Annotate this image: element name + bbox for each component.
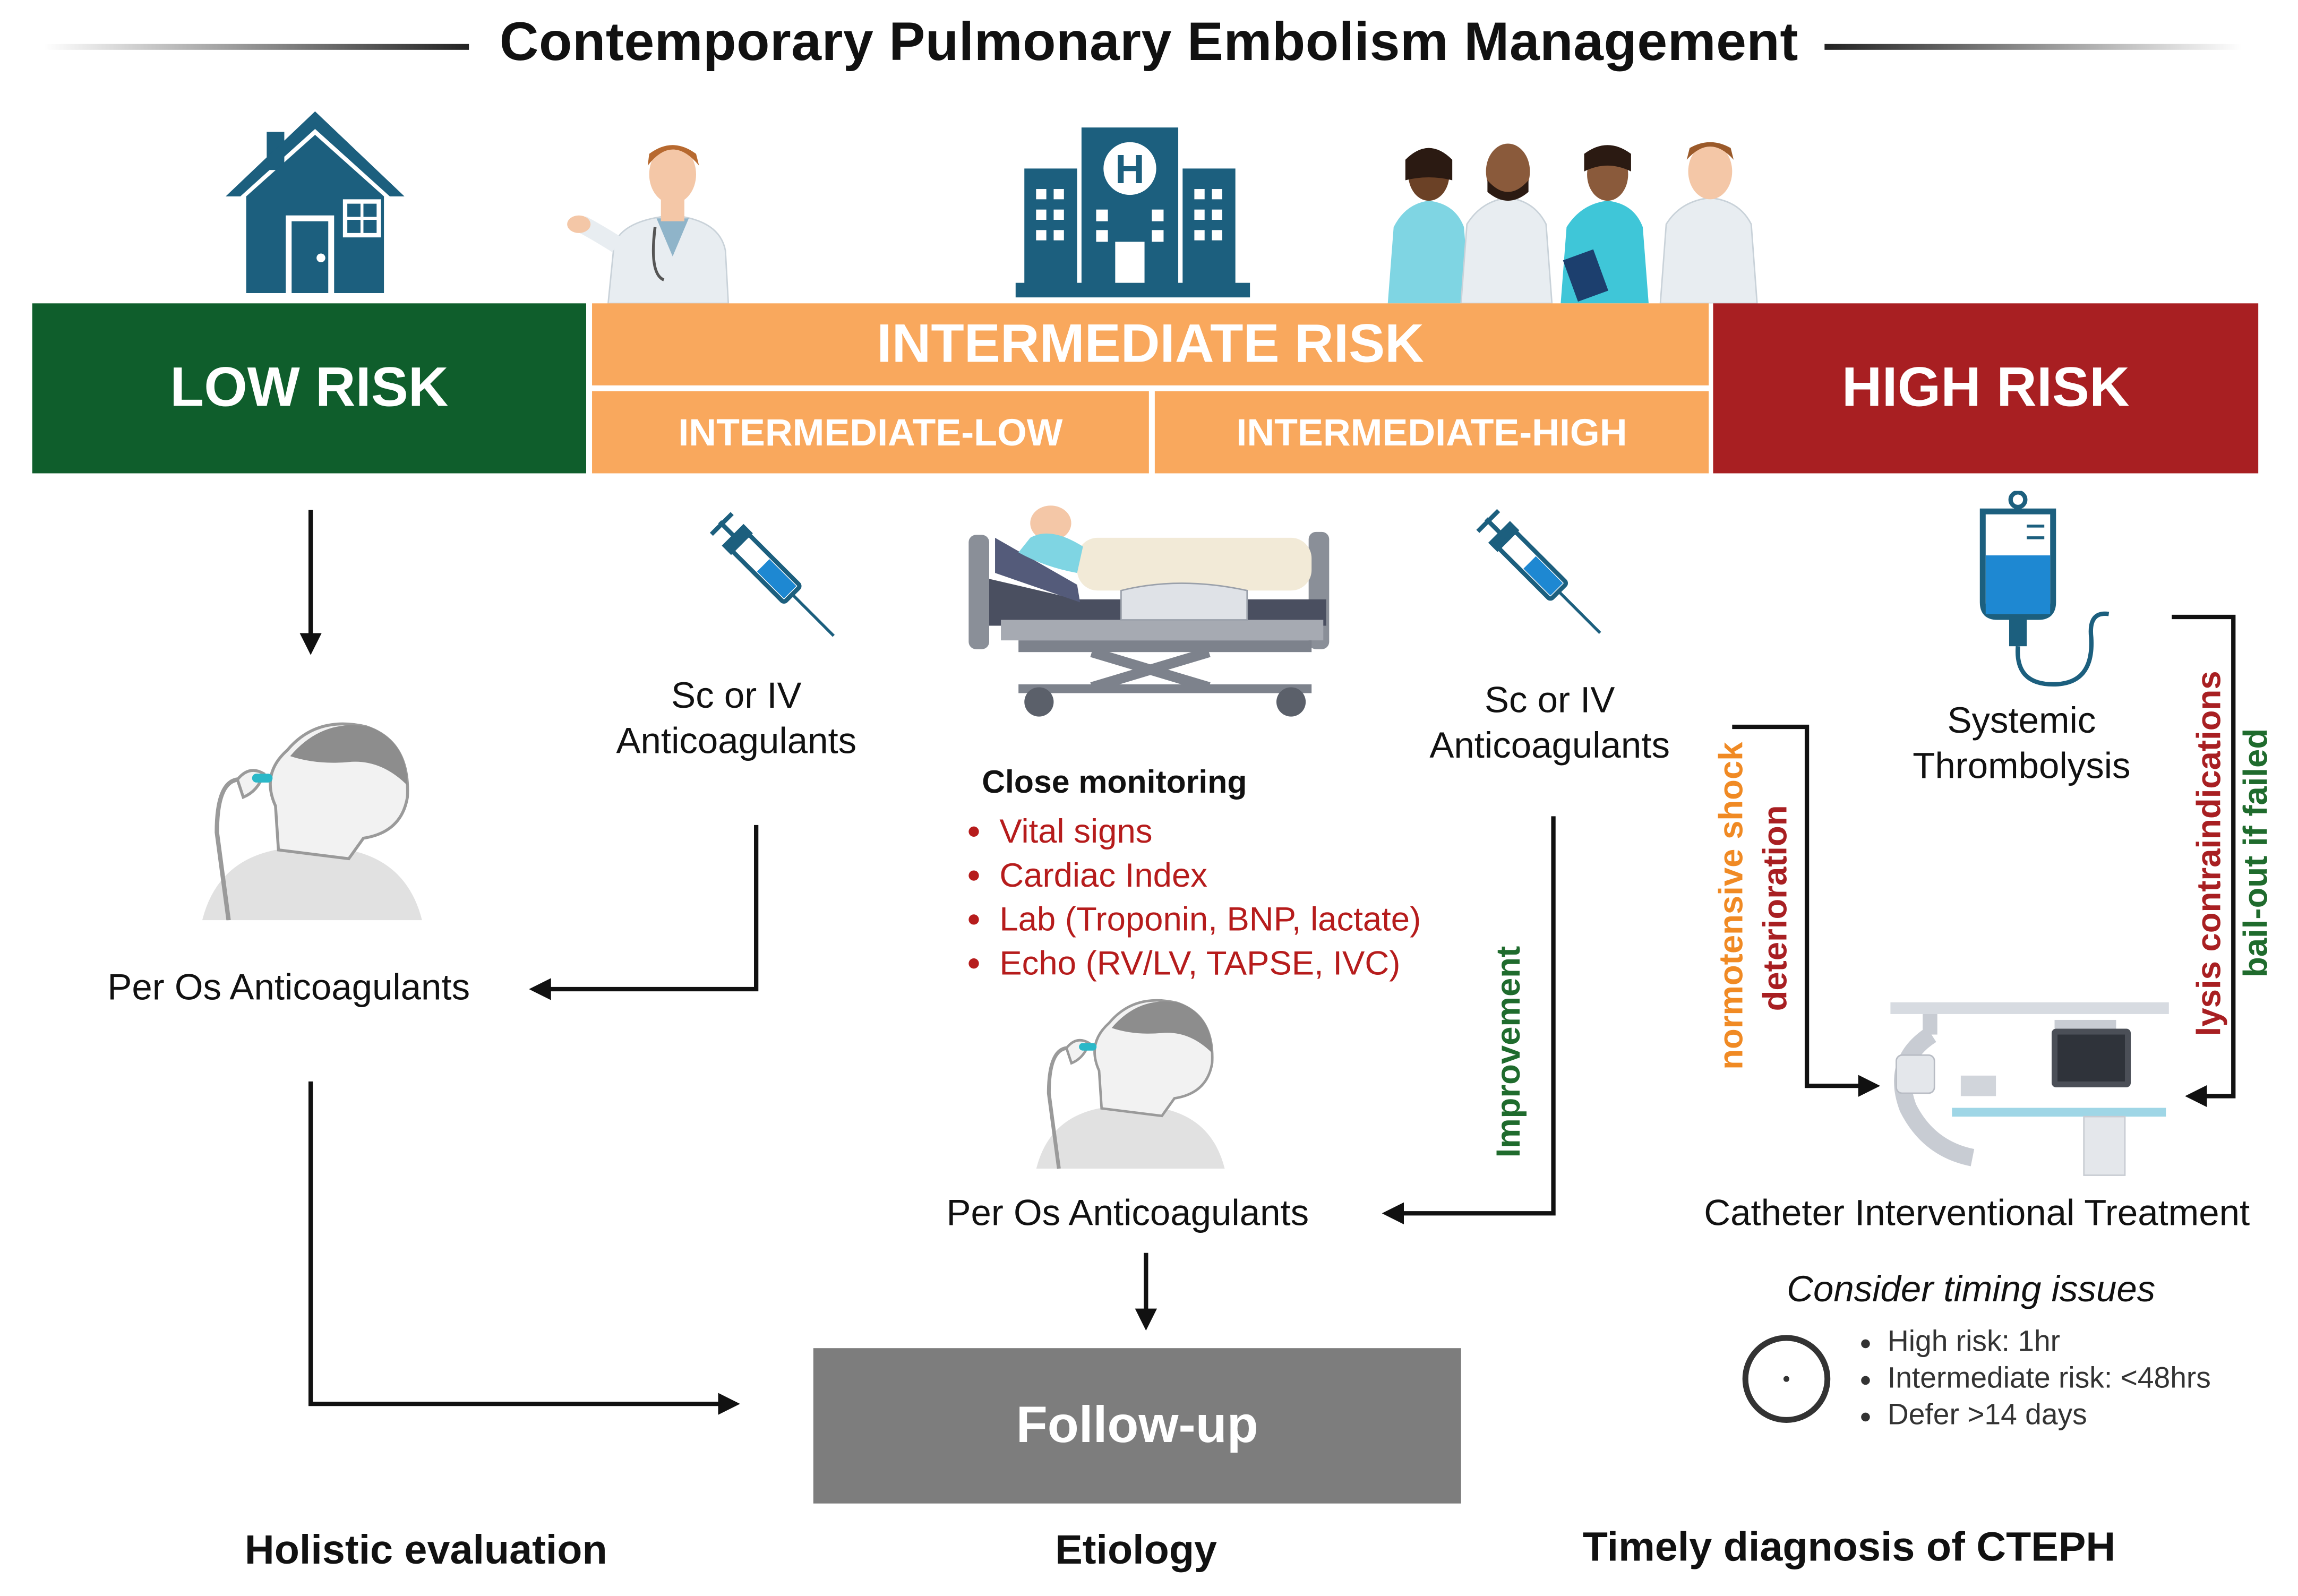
monitoring-item: Vital signs <box>999 809 1497 853</box>
timing-item: Defer >14 days <box>1888 1398 2298 1435</box>
timing-item: High risk: 1hr <box>1888 1325 2298 1361</box>
arrow-sc-iv-to-per-os <box>529 825 759 1000</box>
footer-timely-diagnosis: Timely diagnosis of CTEPH <box>1582 1524 2116 1569</box>
house-icon <box>226 111 405 294</box>
cath-lab-icon <box>1890 1002 2169 1176</box>
close-monitoring-list: Vital signs Cardiac Index Lab (Troponin,… <box>962 809 1498 985</box>
svg-text:H: H <box>1115 147 1145 192</box>
monitoring-item: Cardiac Index <box>999 853 1497 897</box>
intermediate-high-band: INTERMEDIATE-HIGH <box>1154 391 1709 474</box>
patient-taking-pill-icon-middle <box>1036 999 1225 1169</box>
iv-bag-icon <box>1979 491 2110 687</box>
catheter-interventional-label: Catheter Interventional Treatment <box>1704 1192 2250 1234</box>
doctor-icon <box>567 145 730 304</box>
arrow-lysis-to-catheter <box>2172 614 2236 1108</box>
arrow-deterioration-to-catheter <box>1732 724 1881 1097</box>
timing-list: High risk: 1hr Intermediate risk: <48hrs… <box>1849 1325 2298 1435</box>
title-rule-right <box>1824 44 2242 50</box>
low-risk-band: LOW RISK <box>32 303 587 474</box>
per-os-anticoagulants-left: Per Os Anticoagulants <box>107 967 470 1008</box>
close-monitoring-title: Close monitoring <box>982 763 1247 800</box>
patient-taking-pill-icon-left <box>202 722 422 921</box>
clock-icon <box>1742 1335 1831 1423</box>
hospital-bed-icon <box>968 505 1330 717</box>
title-rule-left <box>44 44 469 50</box>
follow-up-box: Follow-up <box>813 1348 1461 1504</box>
timing-item: Intermediate risk: <48hrs <box>1888 1361 2298 1398</box>
page-title: Contemporary Pulmonary Embolism Manageme… <box>0 12 2298 73</box>
timing-title: Consider timing issues <box>1787 1269 2156 1310</box>
footer-etiology: Etiology <box>1055 1526 1217 1573</box>
medical-team-icon <box>1387 142 1758 304</box>
monitoring-item: Echo (RV/LV, TAPSE, IVC) <box>999 941 1497 985</box>
arrow-holistic-to-follow-up <box>308 1081 740 1415</box>
syringe-icon-right <box>1476 509 1601 634</box>
footer-holistic-evaluation: Holistic evaluation <box>244 1526 607 1573</box>
arrow-improvement-to-per-os <box>1382 816 1556 1224</box>
hospital-icon: H <box>1015 127 1250 298</box>
per-os-anticoagulants-middle: Per Os Anticoagulants <box>946 1192 1309 1234</box>
monitoring-item: Lab (Troponin, BNP, lactate) <box>999 897 1497 941</box>
syringe-icon-left <box>709 512 835 637</box>
high-risk-band: HIGH RISK <box>1713 303 2259 474</box>
intermediate-low-band: INTERMEDIATE-LOW <box>592 391 1149 474</box>
intermediate-risk-band: INTERMEDIATE RISK <box>592 303 1709 385</box>
